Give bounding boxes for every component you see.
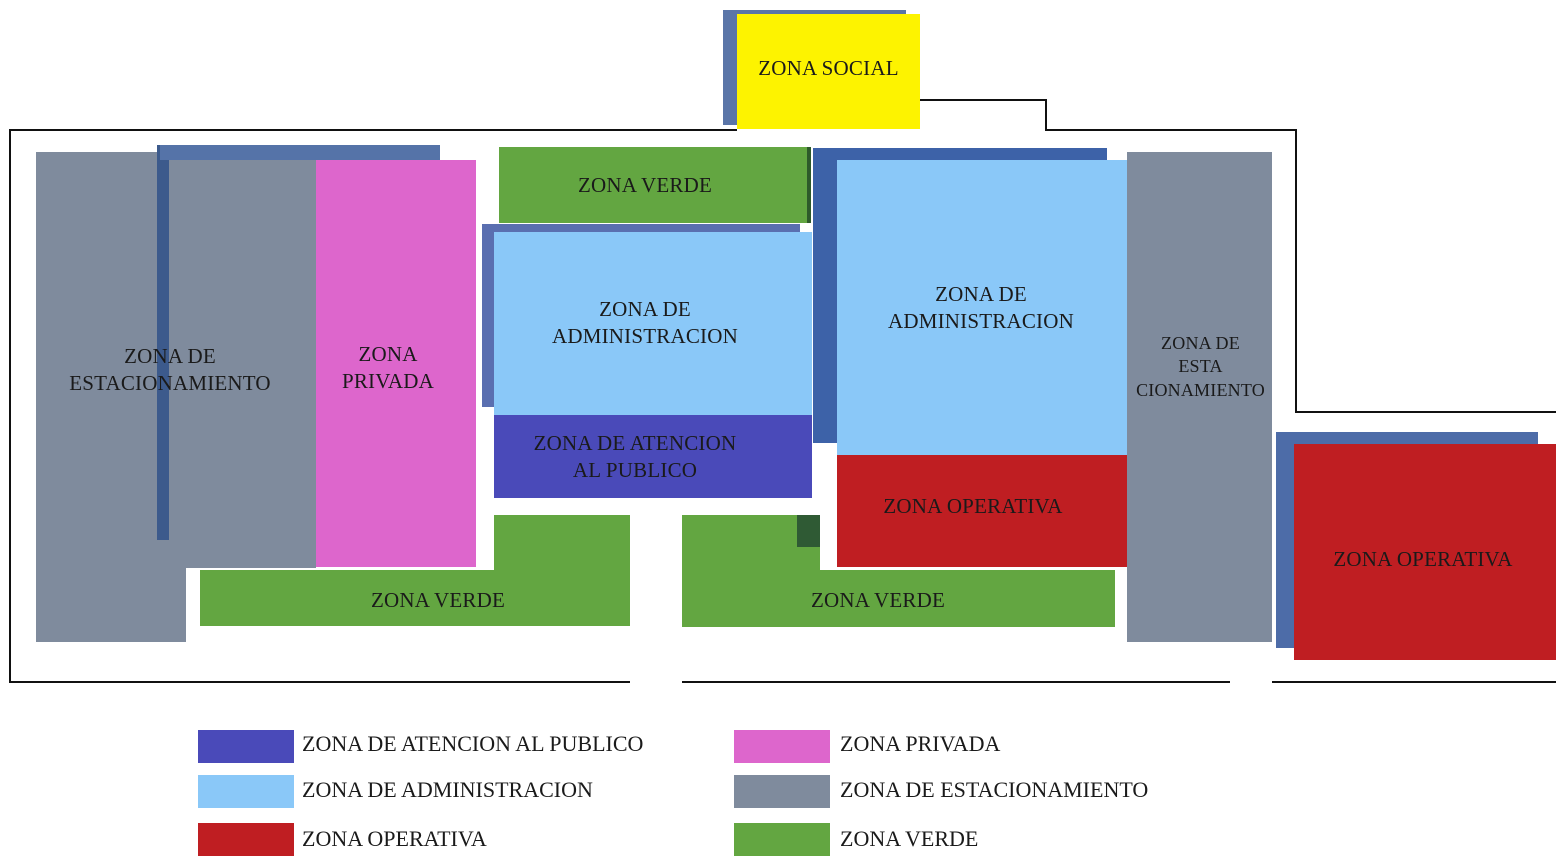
legend-swatch (734, 730, 830, 763)
zona-verde-bottom-left-label: ZONA VERDE (370, 588, 506, 612)
legend-label: ZONA VERDE (840, 826, 979, 851)
zona-administracion-right-label: ZONA DE ADMINISTRACION (888, 282, 1074, 334)
zona-verde-bottom-right-block (682, 570, 1115, 627)
legend-label: ZONA OPERATIVA (302, 826, 487, 851)
legend-swatch (734, 823, 830, 856)
zona-atencion-block (494, 415, 812, 498)
zona-privada-block (316, 160, 476, 567)
legend-swatch (198, 775, 294, 808)
zona-estacionamiento-right-block (1127, 152, 1272, 642)
legend-swatch (734, 775, 830, 808)
zona-estacionamiento-right-label: ZONA DE ESTA CIONAMIENTO (1136, 333, 1265, 400)
zona-operativa-center-label: ZONA OPERATIVA (883, 494, 1063, 518)
zona-atencion-label: ZONA DE ATENCION AL PUBLICO (533, 431, 737, 483)
zona-verde-bottom-left-block (200, 570, 630, 626)
zona-operativa-center-block (837, 455, 1131, 567)
zona-social-label: ZONA SOCIAL (758, 56, 899, 80)
zona-verde-bottom-left-upper (494, 515, 630, 575)
legend-swatch (198, 730, 294, 763)
zona-operativa-right-block (1294, 444, 1556, 660)
zona-operativa-right-label: ZONA OPERATIVA (1333, 547, 1513, 571)
zona-privada-label: ZONA PRIVADA (341, 342, 435, 394)
zona-estacionamiento-left-label: ZONA DE ESTACIONAMIENTO (69, 344, 271, 396)
legend-label: ZONA PRIVADA (840, 731, 1001, 756)
zona-verde-top-label: ZONA VERDE (577, 173, 713, 197)
legend-label: ZONA DE ATENCION AL PUBLICO (302, 731, 644, 756)
zona-administracion-center-label: ZONA DE ADMINISTRACION (552, 297, 738, 349)
zona-verde-bottom-right-label: ZONA VERDE (810, 588, 946, 612)
zona-estacionamiento-left-upper (168, 160, 316, 568)
building-shadow-verde (797, 515, 820, 547)
legend-label: ZONA DE ESTACIONAMIENTO (840, 777, 1149, 802)
zona-administracion-center-block (494, 232, 812, 415)
legend-swatch (198, 823, 294, 856)
building-shadow (157, 145, 169, 540)
zona-verde-top-block (499, 147, 811, 223)
legend-label: ZONA DE ADMINISTRACION (302, 777, 593, 802)
zona-social-block (737, 14, 920, 129)
zona-administracion-right-block (837, 160, 1131, 455)
building-shadow-top (160, 145, 440, 160)
